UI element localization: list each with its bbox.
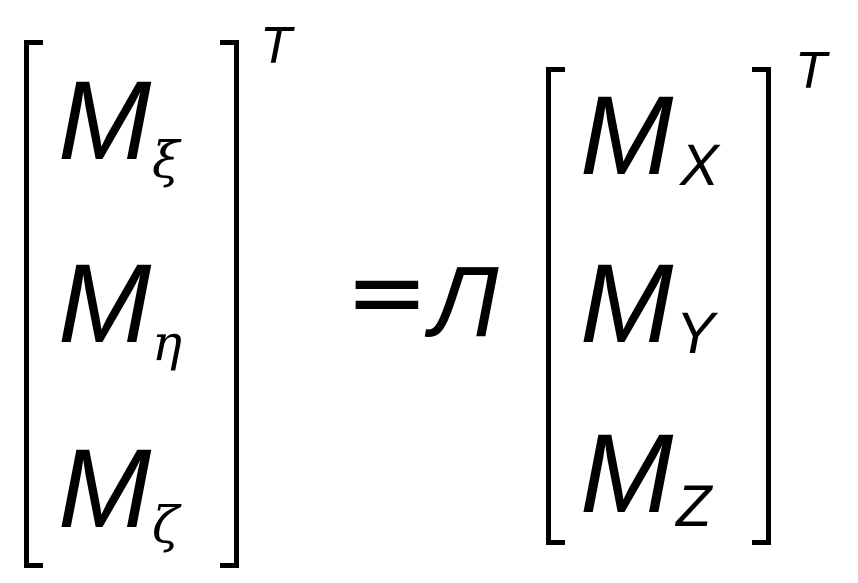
lhs-left-bracket [24,40,43,568]
rhs-left-bracket [546,67,565,545]
lhs-row-2-base: M [58,241,152,366]
operator-el: Л [430,246,499,358]
lhs-row-1-base: M [58,58,152,183]
equals-sign: = [345,233,429,350]
rhs-row-2-subscript: Y [676,301,715,366]
rhs-row-1-base: M [580,73,674,198]
rhs-superscript: T [795,42,827,100]
lhs-superscript: T [260,17,292,75]
rhs-row-3-subscript: Z [676,474,712,539]
rhs-row-2-base: M [580,241,674,366]
lhs-row-3-base: M [58,426,152,551]
lhs-row-2-subscript: η [152,314,182,372]
rhs-right-bracket [752,67,771,545]
lhs-row-3-subscript: ζ [152,496,180,554]
rhs-row-1-subscript: X [680,133,719,198]
lhs-row-1-subscript: ξ [152,131,180,189]
rhs-row-3-base: M [580,411,674,536]
lhs-right-bracket [220,40,239,568]
